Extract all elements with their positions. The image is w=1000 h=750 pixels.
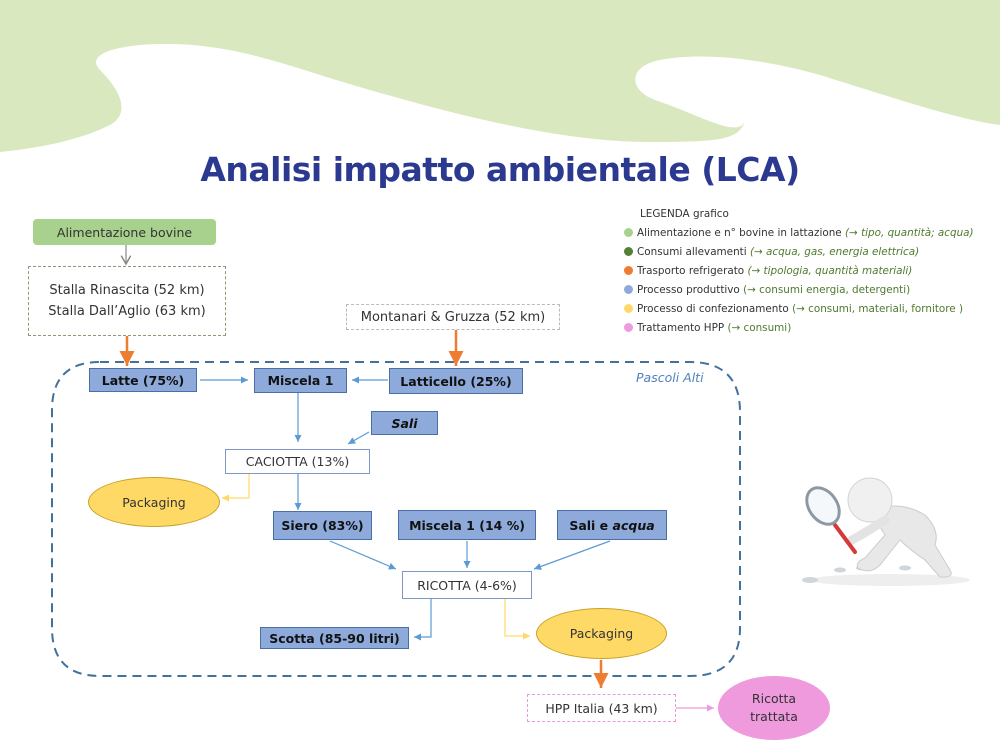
legend-dot-icon xyxy=(624,228,633,237)
farms-box: Stalla Rinascita (52 km) Stalla Dall’Agl… xyxy=(28,266,226,336)
legend-note: (→ consumi, materiali, fornitore ) xyxy=(792,302,964,315)
latticello-box: Latticello (25%) xyxy=(389,368,523,394)
legend: LEGENDA grafico Alimentazione e n° bovin… xyxy=(624,208,974,337)
legend-label: Processo di confezionamento xyxy=(637,302,789,315)
ricotta-box: RICOTTA (4-6%) xyxy=(402,571,532,599)
slide-title: Analisi impatto ambientale (LCA) xyxy=(200,150,800,189)
legend-label: Consumi allevamenti xyxy=(637,245,747,258)
packaging-caciotta: Packaging xyxy=(88,477,220,527)
legend-label: Alimentazione e n° bovine in lattazione xyxy=(637,226,842,239)
packaging-ricotta: Packaging xyxy=(536,608,667,659)
legend-label: Processo produttivo xyxy=(637,283,740,296)
figure-with-magnifying-glass-icon xyxy=(802,477,970,586)
legend-dot-icon xyxy=(624,304,633,313)
hpp-box: HPP Italia (43 km) xyxy=(527,694,676,722)
legend-title: LEGENDA grafico xyxy=(640,208,729,220)
sali-acqua-box: Sali e acqua xyxy=(557,510,667,540)
legend-dot-icon xyxy=(624,247,633,256)
legend-dot-icon xyxy=(624,323,633,332)
sali-acqua-suffix: acqua xyxy=(612,517,655,533)
siero-box: Siero (83%) xyxy=(273,511,372,540)
sali-acqua-prefix: Sali e xyxy=(569,517,613,533)
legend-note: (→ consumi energia, detergenti) xyxy=(743,283,911,296)
result-line-1: Ricotta xyxy=(751,691,797,706)
legend-item-process: Processo produttivo (→ consumi energia, … xyxy=(624,280,974,299)
feed-box: Alimentazione bovine xyxy=(33,219,216,245)
supplier-box: Montanari & Gruzza (52 km) xyxy=(346,304,560,330)
latte-box: Latte (75%) xyxy=(89,368,197,392)
legend-note: (→ tipo, quantità; acqua) xyxy=(845,226,974,239)
plant-region-boundary xyxy=(51,361,741,677)
legend-label: Trattamento HPP xyxy=(637,321,725,334)
miscela-box: Miscela 1 xyxy=(254,368,347,393)
sali-box: Sali xyxy=(371,411,438,435)
legend-item-feed: Alimentazione e n° bovine in lattazione … xyxy=(624,223,974,242)
legend-note: (→ consumi) xyxy=(727,321,792,334)
caciotta-box: CACIOTTA (13%) xyxy=(225,449,370,474)
farm-2: Stalla Dall’Aglio (63 km) xyxy=(48,304,206,319)
legend-note: (→ acqua, gas, energia elettrica) xyxy=(749,245,920,258)
ricotta-trattata-oval: Ricotta trattata xyxy=(718,676,830,740)
legend-label: Trasporto refrigerato xyxy=(637,264,745,277)
result-line-2: trattata xyxy=(750,709,798,724)
legend-dot-icon xyxy=(624,285,633,294)
legend-item-hpp: Trattamento HPP (→ consumi) xyxy=(624,318,974,337)
legend-item-farm: Consumi allevamenti (→ acqua, gas, energ… xyxy=(624,242,974,261)
legend-note: (→ tipologia, quantità materiali) xyxy=(747,264,913,277)
farm-1: Stalla Rinascita (52 km) xyxy=(49,283,205,298)
legend-item-packaging: Processo di confezionamento (→ consumi, … xyxy=(624,299,974,318)
legend-item-transport: Trasporto refrigerato (→ tipologia, quan… xyxy=(624,261,974,280)
legend-dot-icon xyxy=(624,266,633,275)
plant-label: Pascoli Alti xyxy=(636,370,704,385)
scotta-box: Scotta (85-90 litri) xyxy=(260,627,409,649)
miscela-14-box: Miscela 1 (14 %) xyxy=(398,510,536,540)
